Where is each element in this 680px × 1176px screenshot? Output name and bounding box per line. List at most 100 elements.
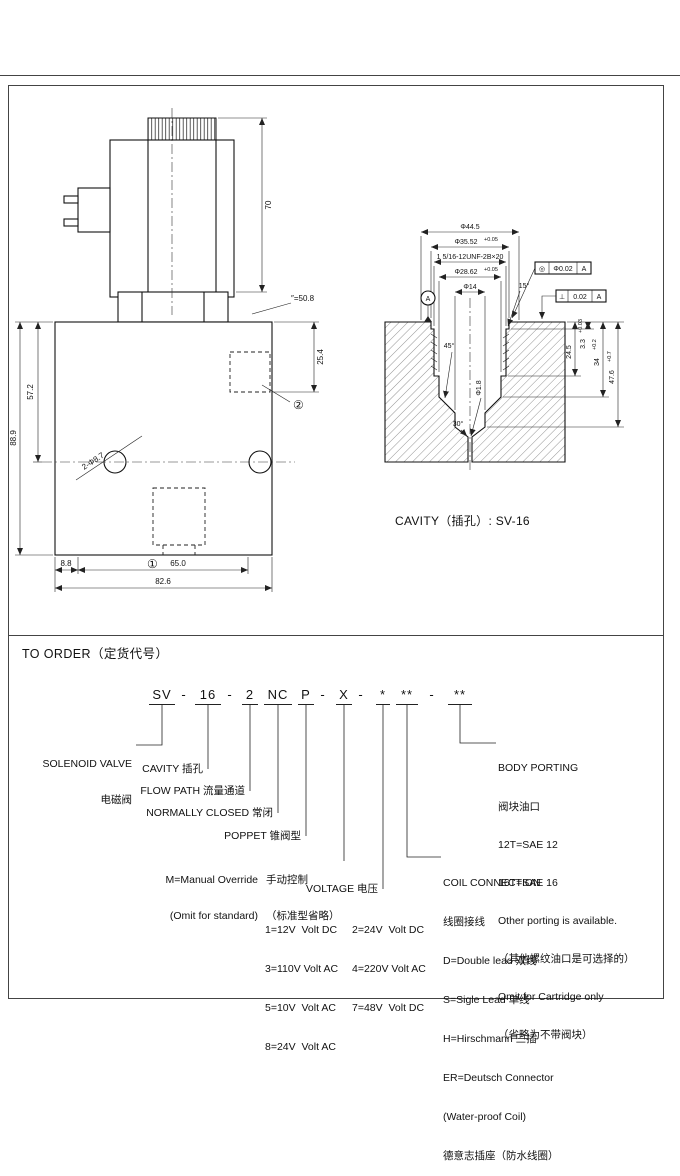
content-frame: [8, 85, 664, 999]
cavity-section-view: [384, 298, 566, 472]
callout-manual-override-cn: 手动控制 （标准型省略）: [266, 850, 340, 934]
callout-poppet: POPPET 锥阀型: [224, 830, 301, 842]
datum-a-label: A: [426, 296, 431, 303]
dim-dia-1-8: Φ1.8: [476, 380, 483, 395]
voltage-option: 4=220V Volt AC: [352, 963, 426, 975]
port-1-hidden: [152, 487, 206, 546]
cavity-caption: CAVITY（插孔）: SV-16: [395, 514, 530, 528]
callout-manual-override-cn-line2: （标准型省略）: [266, 910, 340, 922]
callout-solenoid-valve-cn: 电磁阀: [100, 794, 133, 806]
to-order-title: TO ORDER（定货代号）: [22, 647, 169, 661]
tol-3-3: +0.03: [578, 319, 584, 333]
callout-voltage-title: VOLTAGE 电压: [306, 883, 378, 895]
porting-note-other-cn: （其他螺纹油口是可选择的）: [498, 952, 635, 965]
balloon-1: ①: [147, 557, 158, 571]
cavity-dimensions: Φ44.5 Φ35.52 +0.05 1 5/16-12UNF-2B×20 Φ2…: [420, 224, 624, 437]
voltage-row: 1=12V Volt DC 2=24V Volt DC: [265, 924, 426, 937]
code-dash-4: -: [358, 687, 364, 702]
dim-47-6: 47.6: [609, 370, 616, 384]
code-nc: NC: [264, 687, 292, 705]
fcf1-datum: A: [582, 266, 587, 273]
voltage-row: 8=24V Volt AC: [265, 1041, 426, 1054]
angle-15: 15°: [519, 282, 530, 290]
voltage-option: 2=24V Volt DC: [352, 924, 425, 936]
dim-dia-35-52: Φ35.52: [454, 239, 477, 246]
code-flowpath-2: 2: [242, 687, 258, 705]
dim-57-2: 57.2: [26, 384, 35, 400]
porting-note-omit-cn: （省略为不带阀块）: [498, 1029, 593, 1042]
tol-34: +0.2: [592, 339, 598, 350]
dim-34: 34: [594, 358, 601, 366]
catalog-page: { "titles": { "to_order": "TO ORDER（定货代号…: [0, 75, 680, 1162]
voltage-row: 3=110V Volt AC 4=220V Volt AC: [265, 963, 426, 976]
callout-solenoid-valve: SOLENOID VALVE 电磁阀: [30, 734, 132, 818]
code-cavity-16: 16: [195, 687, 221, 705]
voltage-row: 5=10V Volt AC 7=48V Volt DC: [265, 1002, 426, 1015]
porting-option-16t: 16T=SAE 16: [498, 876, 558, 889]
code-dash-5: -: [429, 687, 435, 702]
dim-24-5: 24.5: [566, 345, 573, 359]
dim-70: 70: [264, 200, 273, 209]
callout-manual-override-en-line1: M=Manual Override: [165, 874, 259, 886]
tol-35-52: +0.05: [484, 237, 498, 243]
dim-dia-14: Φ14: [463, 284, 476, 291]
callout-leader-lines: [136, 705, 496, 889]
code-voltage-star: *: [376, 687, 390, 705]
fcf2-symbol: ⊥: [559, 294, 565, 301]
dim-8-8: 8.8: [60, 559, 72, 568]
dim-50-8: ″=50.8: [291, 294, 315, 303]
code-poppet-p: P: [298, 687, 314, 705]
coil-option-d: D=Double lead 双线: [443, 955, 537, 967]
technical-drawings: 70 ″=50.8 25.4 57.2 88.9 8.8 65.0 82.6 2…: [9, 108, 624, 592]
porting-note-other-en: Other porting is available.: [498, 914, 618, 927]
hex-nut: [117, 291, 229, 323]
valve-side-view: [42, 108, 295, 556]
voltage-option: 8=24V Volt AC: [265, 1041, 336, 1053]
fcf1-tolerance: Φ0.02: [553, 266, 572, 273]
voltage-option: 7=48V Volt DC: [352, 1002, 425, 1014]
connector-pin: [63, 195, 79, 204]
coil-option-er-cn: 德意志插座（防水线圈）: [443, 1150, 559, 1162]
dim-65-0: 65.0: [170, 559, 186, 568]
callout-manual-override-en-line2: (Omit for standard): [169, 910, 258, 922]
callout-manual-override-en: M=Manual Override (Omit for standard): [150, 850, 259, 934]
tol-28-62: +0.05: [484, 267, 498, 273]
porting-note-omit-en: Omit for Cartridge only: [498, 991, 604, 1004]
valve-body: [54, 321, 273, 556]
top-rule: [0, 75, 680, 76]
cavity-block-left: [384, 321, 469, 463]
dim-3-3: 3.3: [580, 339, 587, 349]
code-dash-1: -: [181, 687, 187, 702]
code-manual-x: X: [336, 687, 352, 705]
coil-lamination: [147, 117, 217, 141]
coil-connection-title: COIL CONNECTION: [443, 877, 541, 889]
code-sv: SV: [149, 687, 175, 705]
callout-cavity: CAVITY 插孔: [142, 763, 203, 775]
fcf2-datum: A: [597, 294, 602, 301]
valve-dimensions: 70 ″=50.8 25.4 57.2 88.9 8.8 65.0 82.6 2…: [9, 117, 325, 592]
callout-manual-override-cn-line1: 手动控制: [266, 874, 308, 886]
dim-82-6: 82.6: [155, 577, 171, 586]
balloon-2: ②: [293, 398, 304, 412]
body-porting-cn: 阀块油口: [498, 800, 540, 813]
angle-45: 45°: [444, 342, 455, 350]
port-2-hidden: [229, 351, 271, 393]
section-divider: [9, 635, 663, 636]
dim-dia-28-62: Φ28.62: [454, 269, 477, 276]
dim-25-4: 25.4: [316, 349, 325, 365]
code-coil-star: **: [396, 687, 418, 705]
porting-option-12t: 12T=SAE 12: [498, 838, 558, 851]
fcf1-symbol: ◎: [539, 266, 545, 273]
voltage-option: 5=10V Volt AC: [265, 1002, 336, 1014]
voltage-option: 1=12V Volt DC: [265, 924, 338, 936]
callout-solenoid-valve-en: SOLENOID VALVE: [42, 758, 132, 770]
fcf2-tolerance: 0.02: [573, 294, 587, 301]
coil-option-er-note: (Water-proof Coil): [443, 1111, 527, 1123]
coil-connection-cn: 线圈接线: [443, 916, 485, 928]
voltage-option: 3=110V Volt AC: [265, 963, 339, 975]
code-porting-star: **: [448, 687, 472, 705]
callout-flow-path: FLOW PATH 流量通道: [140, 785, 245, 797]
angle-30: 30°: [453, 420, 464, 428]
dim-88-9: 88.9: [9, 430, 18, 446]
voltage-table: 1=12V Volt DC 2=24V Volt DC 3=110V Volt A…: [265, 898, 426, 1067]
